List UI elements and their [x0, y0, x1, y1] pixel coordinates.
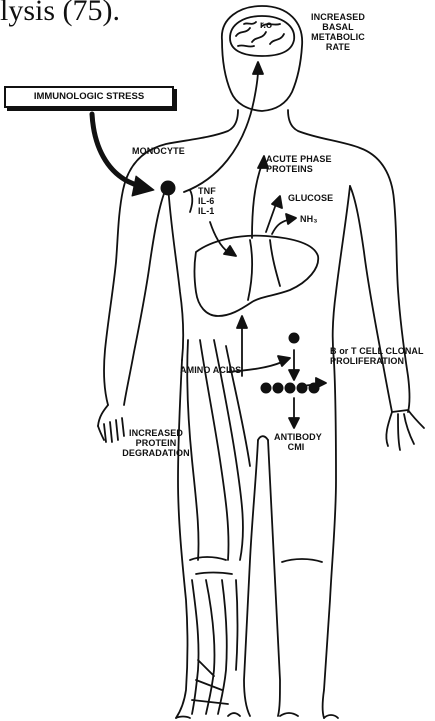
acute-phase-label: ACUTE PHASE PROTEINS [266, 154, 332, 174]
cytokine-il1: IL-1 [198, 206, 216, 216]
right-hand [386, 410, 424, 450]
left-arm-outline [98, 184, 168, 426]
clonal-proliferation-label: B or T CELL CLONAL PROLIFERATION [330, 346, 424, 366]
leg-muscles [187, 340, 250, 714]
right-arm-inner [350, 186, 392, 412]
right-knee [282, 559, 322, 562]
right-leg-inner [268, 440, 280, 716]
clone-dot-5 [309, 383, 319, 393]
increased-bmr-label: INCREASED BASAL METABOLIC RATE [298, 12, 378, 52]
left-foot [176, 713, 240, 718]
amino-acids-label: AMINO ACIDS [180, 365, 241, 375]
cytokine-tnf: TNF [198, 186, 216, 196]
clone-dot-4 [297, 383, 307, 393]
single-cell-dot [289, 333, 299, 343]
bmr-line-1: INCREASED [298, 12, 378, 22]
glucose-label: GLUCOSE [288, 193, 333, 203]
cytokine-bracket [190, 190, 192, 212]
cytokine-il6: IL-6 [198, 196, 216, 206]
clone-dot-3 [285, 383, 295, 393]
acute-phase-line-2: PROTEINS [266, 164, 332, 174]
liver-lobe [248, 240, 280, 300]
protein-degradation-label: INCREASED PROTEIN DEGRADATION [118, 428, 194, 458]
clonal-line-2: PROLIFERATION [330, 356, 424, 366]
arrow-nh3-head [286, 214, 296, 224]
monocyte-label: MONOCYTE [132, 146, 185, 156]
clonal-line-1: B or T CELL CLONAL [330, 346, 424, 356]
arrow-acute-phase [252, 164, 262, 238]
right-foot [280, 713, 338, 718]
arrow-nh3 [272, 220, 288, 234]
bmr-line-3: METABOLIC [298, 32, 378, 42]
protein-deg-line-2: PROTEIN [118, 438, 194, 448]
arrow-cell-down-head [289, 370, 299, 380]
antibody-label: ANTIBODY CMI [274, 432, 318, 452]
torso-left [168, 184, 183, 360]
liver [195, 236, 319, 316]
left-leg-inner [244, 440, 258, 716]
protein-deg-line-3: DEGRADATION [118, 448, 194, 458]
protein-deg-line-1: INCREASED [118, 428, 194, 438]
arrow-to-liver [210, 222, 228, 252]
crotch [258, 436, 268, 440]
bmr-line-4: RATE [298, 42, 378, 52]
arrow-antibody-head [289, 418, 299, 428]
arrow-aa-to-cells-head [278, 356, 290, 366]
monocyte-dot [161, 181, 175, 195]
right-leg-outer [323, 362, 337, 718]
left-leg-outer [176, 360, 188, 718]
clone-dot-2 [273, 383, 283, 393]
antibody-line-1: ANTIBODY [274, 432, 318, 442]
brain-mark: r.o [240, 20, 292, 31]
immunologic-stress-box: IMMUNOLOGIC STRESS [4, 86, 174, 108]
arrow-aa-to-liver-head [237, 316, 247, 328]
nh3-label: NH₃ [300, 214, 317, 224]
cytokines-label: TNF IL-6 IL-1 [198, 186, 216, 216]
arrow-to-brain [184, 70, 258, 192]
stress-arrow-head [132, 176, 154, 196]
torso-right [333, 186, 350, 362]
bmr-line-2: BASAL [298, 22, 378, 32]
acute-phase-line-1: ACUTE PHASE [266, 154, 332, 164]
arrow-to-brain-head [253, 62, 263, 74]
arrow-to-liver-head [224, 246, 236, 256]
antibody-line-2: CMI [274, 442, 318, 452]
arrow-glucose-head [272, 196, 282, 208]
arrow-glucose [266, 204, 276, 232]
left-knee [190, 557, 232, 574]
clone-dot-1 [261, 383, 271, 393]
